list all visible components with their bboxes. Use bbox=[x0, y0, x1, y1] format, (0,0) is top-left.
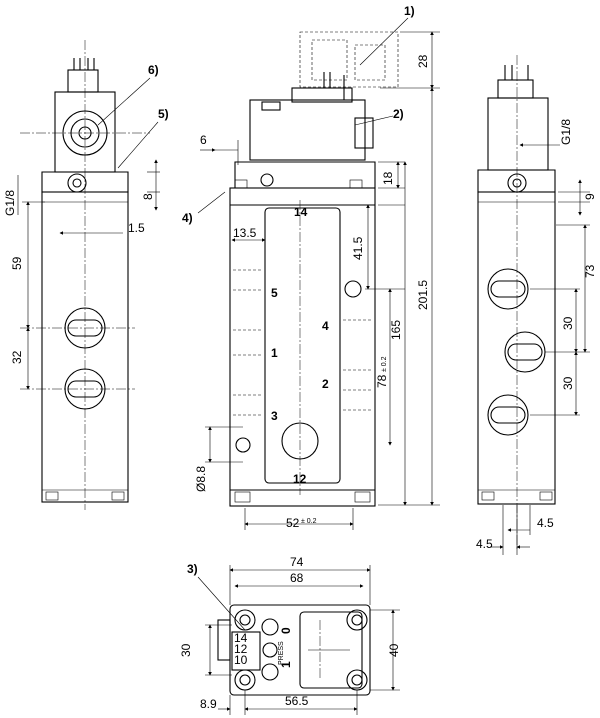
port-2: 2 bbox=[322, 377, 329, 391]
port-5: 5 bbox=[271, 286, 278, 300]
bottom-dim-56-5: 56.5 bbox=[285, 694, 309, 708]
front-dim-18: 18 bbox=[381, 171, 395, 185]
front-dim-13-5: 13.5 bbox=[233, 226, 257, 240]
callout-2: 2) bbox=[393, 107, 404, 121]
right-dim-30a: 30 bbox=[561, 316, 575, 330]
label-14: 14 bbox=[234, 631, 248, 645]
left-dim-32: 32 bbox=[10, 350, 24, 364]
port-4: 4 bbox=[322, 319, 329, 333]
bottom-dim-30: 30 bbox=[179, 643, 193, 657]
port-12: 12 bbox=[293, 472, 307, 486]
bottom-view: 0 1 PRESS 14 12 10 74 68 30 40 8.9 56.5 … bbox=[179, 555, 401, 715]
bottom-dim-68: 68 bbox=[290, 571, 304, 585]
front-dim-201-5: 201.5 bbox=[416, 280, 430, 310]
right-dim-4-5b: 4.5 bbox=[476, 537, 493, 551]
callout-6: 6) bbox=[148, 63, 159, 77]
front-dim-52: 52 bbox=[286, 516, 300, 530]
front-dim-6: 6 bbox=[200, 133, 207, 147]
port-3: 3 bbox=[271, 409, 278, 423]
bottom-dim-40: 40 bbox=[387, 643, 401, 657]
label-0: 0 bbox=[279, 627, 293, 634]
label-10: 10 bbox=[234, 653, 248, 667]
callout-1: 1) bbox=[404, 4, 415, 18]
right-dim-30b: 30 bbox=[561, 376, 575, 390]
bottom-dim-74: 74 bbox=[290, 555, 304, 569]
port-1: 1 bbox=[271, 346, 278, 360]
right-dim-4-5a: 4.5 bbox=[537, 516, 554, 530]
front-dim-28: 28 bbox=[416, 54, 430, 68]
front-dim-78: 78 bbox=[375, 374, 389, 388]
front-dim-52-tol: ± 0.2 bbox=[301, 518, 317, 525]
left-dim-8: 8 bbox=[141, 193, 155, 200]
bottom-dim-8-9: 8.9 bbox=[200, 697, 217, 711]
label-1: 1 bbox=[279, 661, 293, 668]
front-dim-8-8: Ø8.8 bbox=[194, 466, 208, 492]
right-side-view: G1/8 9 73 30 30 4.5 4.5 bbox=[476, 55, 597, 555]
callout-3: 3) bbox=[187, 562, 198, 576]
left-port-thread: G1/8 bbox=[3, 190, 17, 216]
port-14: 14 bbox=[294, 205, 308, 219]
right-port-thread: G1/8 bbox=[559, 119, 573, 145]
left-side-view: G1/8 8 1.5 59 32 6) 5) bbox=[3, 40, 169, 510]
label-press: PRESS bbox=[278, 641, 285, 665]
front-dim-41-5: 41.5 bbox=[351, 236, 365, 260]
callout-4: 4) bbox=[182, 211, 193, 225]
right-dim-9: 9 bbox=[583, 193, 597, 200]
left-dim-1-5: 1.5 bbox=[128, 221, 145, 235]
left-dim-59: 59 bbox=[10, 256, 24, 270]
front-dim-78-tol: ± 0.2 bbox=[381, 356, 388, 372]
right-dim-73: 73 bbox=[583, 264, 597, 278]
callout-5: 5) bbox=[158, 107, 169, 121]
front-dim-165: 165 bbox=[389, 320, 403, 340]
front-view: 6 13.5 28 18 41.5 201.5 165 78 ± 0.2 Ø8.… bbox=[182, 4, 440, 530]
label-12: 12 bbox=[234, 642, 248, 656]
